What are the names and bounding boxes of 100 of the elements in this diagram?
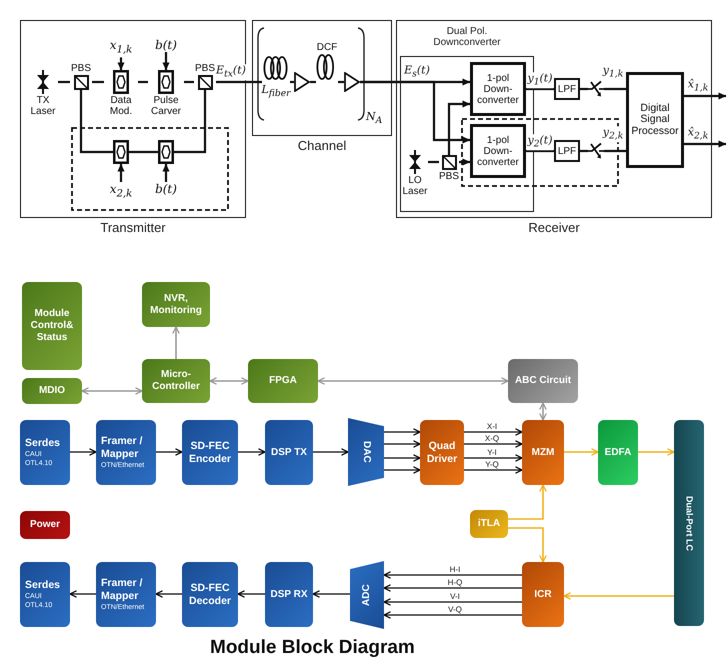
connector-line: [526, 150, 554, 152]
edge-label: x̂$_{2,k}$: [686, 126, 710, 142]
component-label: PBS: [439, 171, 460, 182]
arrow: [162, 164, 170, 182]
arrow: [237, 590, 265, 598]
component-label: Data Mod.: [108, 95, 134, 117]
edge-label: y$_{2,k}$: [602, 126, 624, 142]
arrow: [69, 590, 96, 598]
edge-label: X-Q: [484, 434, 500, 443]
arrow: [360, 80, 470, 144]
connector-line: [80, 90, 113, 154]
arrow: [564, 448, 599, 456]
edge-label: X-I: [486, 422, 498, 431]
component-label: Pulse Carver: [150, 95, 182, 117]
process-box: MZM: [522, 420, 564, 485]
arrow: [238, 448, 266, 456]
arrow: [384, 428, 421, 436]
process-box: MDIO: [22, 378, 82, 404]
process-box: NVR, Monitoring: [142, 282, 210, 327]
arrow: [383, 611, 522, 619]
arrow: [384, 454, 421, 462]
arrow: [118, 57, 124, 70]
modulator-icon: [158, 140, 174, 164]
process-box: EDFA: [598, 420, 638, 485]
arrow: [638, 448, 675, 456]
component-label: DCF: [316, 42, 338, 53]
arrow: [156, 448, 183, 456]
edge-label: E$_{tx}$(t): [215, 64, 247, 80]
process-box: [96, 420, 156, 485]
signal-label: b(t): [155, 38, 177, 52]
signal-label: b(t): [155, 182, 177, 196]
connector-line: [310, 80, 316, 84]
frame-title: Dual Pol. Downconverter: [432, 26, 502, 48]
arrow: [459, 158, 470, 166]
repeat-count-label: N$_{A}$: [366, 110, 382, 126]
component-label: LO Laser: [402, 175, 428, 197]
double-arrow: [209, 377, 249, 385]
frame-title: Channel: [298, 139, 346, 154]
box-title: Serdes: [25, 579, 60, 592]
process-box: LPF: [554, 140, 580, 162]
process-box: ICR: [522, 562, 564, 627]
connector-line: [184, 80, 194, 84]
process-box: Quad Driver: [420, 420, 464, 485]
box-title: Serdes: [25, 437, 60, 450]
process-box: SD-FEC Decoder: [182, 562, 238, 627]
component-label: PBS: [70, 63, 91, 74]
double-arrow: [317, 377, 509, 385]
process-box: Digital Signal Processor: [626, 72, 684, 168]
frame-title: Transmitter: [100, 221, 166, 236]
box-title: Framer / Mapper: [101, 435, 144, 461]
amplifier-icon: [344, 72, 360, 92]
process-box: DSP RX: [265, 562, 313, 627]
connector-line: [138, 80, 148, 84]
arrow: [312, 590, 350, 598]
process-box: Module Control& Status: [22, 282, 82, 370]
process-box: Dual-Port LC: [674, 420, 704, 626]
amplifier-icon: [294, 72, 310, 92]
edge-label: H-I: [448, 564, 462, 574]
process-box: FPGA: [248, 359, 318, 403]
process-box: [20, 420, 70, 485]
connector-line: [526, 88, 554, 90]
edge-label: Y-I: [486, 448, 498, 457]
sampling-switch-icon: [588, 142, 604, 160]
process-box: [20, 562, 70, 627]
arrow: [155, 590, 182, 598]
process-box: ABC Circuit: [508, 359, 578, 403]
component-label: TX Laser: [29, 95, 56, 117]
arrow: [70, 448, 97, 456]
arrow: [383, 584, 522, 592]
converter-block: DAC: [348, 418, 384, 486]
block-frame: [400, 26, 534, 212]
modulator-icon: [113, 140, 129, 164]
arrow: [162, 52, 170, 70]
arrow: [313, 448, 349, 456]
process-box: SD-FEC Encoder: [182, 420, 238, 485]
component-label: PBS: [194, 63, 215, 74]
process-box: 1-pol Down-converter: [470, 124, 526, 178]
double-arrow: [539, 402, 547, 421]
connector-line: [604, 88, 626, 90]
connector-line: [428, 160, 439, 164]
arrow: [563, 592, 674, 600]
double-arrow: [81, 387, 143, 395]
arrow: [118, 164, 124, 182]
signal-label: x$_{1,k}$: [110, 38, 132, 58]
connector-line: [129, 150, 158, 154]
process-box: 1-pol Down-converter: [470, 62, 526, 116]
signal-label: x$_{2,k}$: [110, 182, 132, 202]
connector-line: [580, 88, 588, 90]
arrow: [684, 92, 726, 100]
arrow: [508, 484, 547, 520]
arrow: [383, 571, 522, 579]
connector-line: [92, 80, 104, 84]
arrow: [383, 598, 522, 606]
connector-line: [58, 80, 70, 84]
frame-title: Receiver: [528, 221, 580, 236]
arrow: [464, 454, 523, 462]
edge-label: Y-Q: [484, 460, 500, 469]
process-box: Micro-Controller: [142, 359, 210, 403]
edge-label: y$_{1}$(t): [526, 72, 554, 88]
sampling-switch-icon: [588, 80, 604, 98]
